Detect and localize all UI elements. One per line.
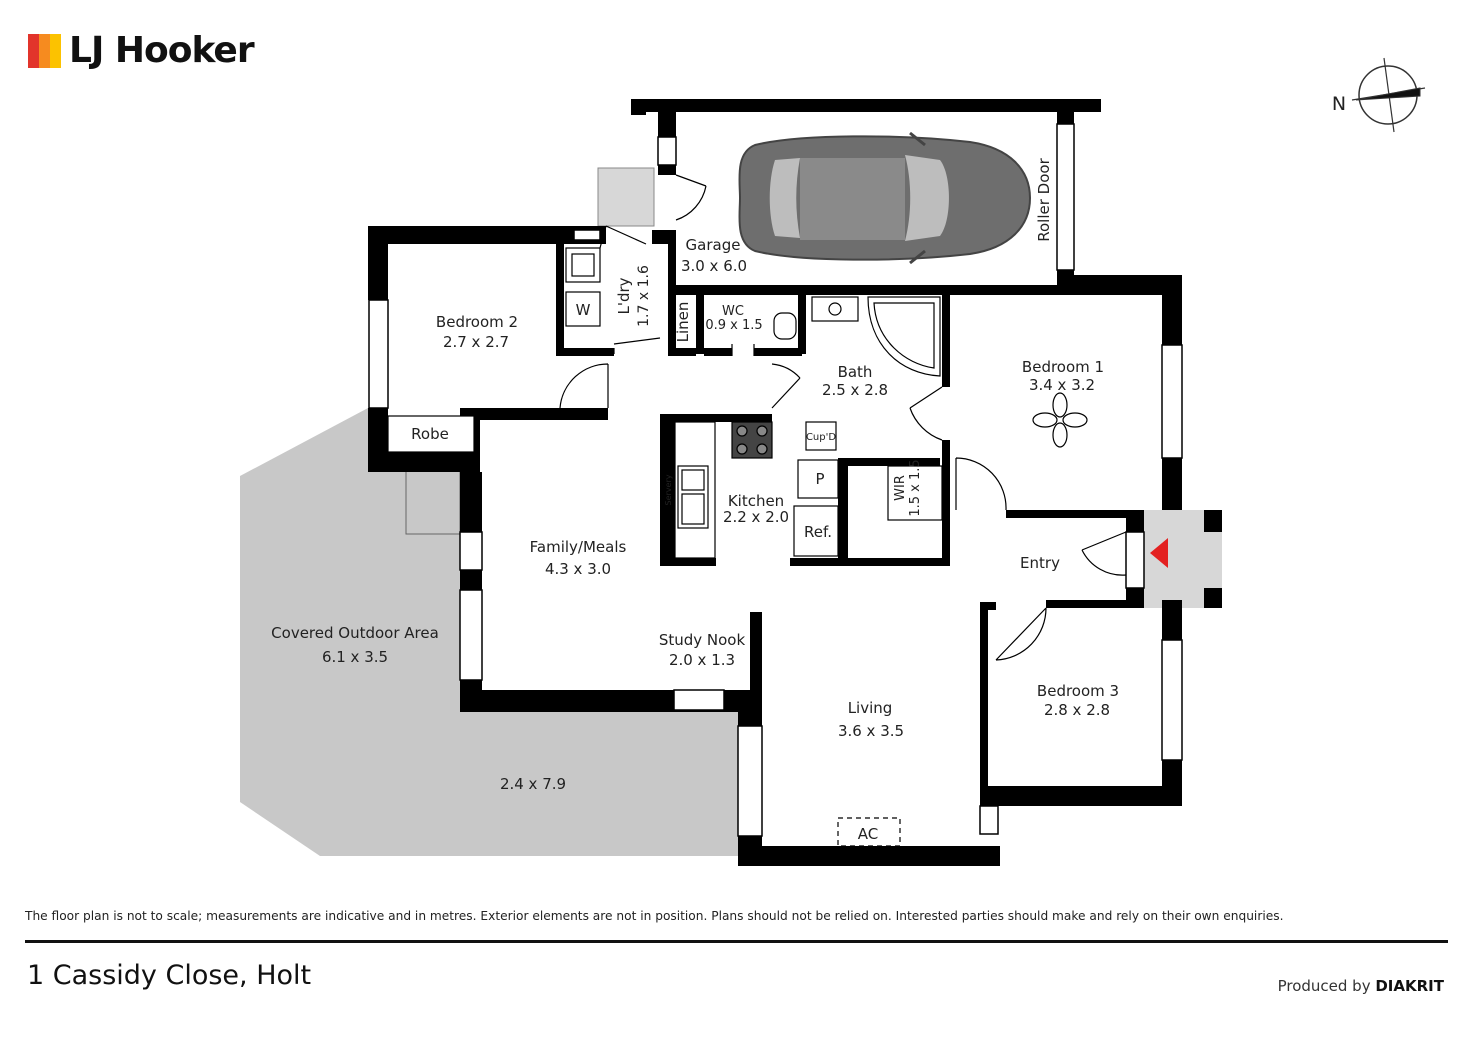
footer-divider	[25, 940, 1448, 943]
bedroom2-label: Bedroom 2	[436, 313, 518, 331]
outdoor-size: 6.1 x 3.5	[322, 648, 388, 666]
windows	[368, 123, 1183, 837]
laundry-step	[597, 167, 655, 227]
robe-box	[387, 415, 475, 453]
covered-outdoor-area	[240, 408, 740, 856]
linen-label: Linen	[674, 302, 692, 343]
cupboard-box	[805, 421, 837, 451]
outdoor-label: Covered Outdoor Area	[271, 624, 439, 642]
family-size: 4.3 x 3.0	[545, 560, 611, 578]
cupboard-label: Cup'D	[806, 432, 836, 443]
disclaimer-text: The floor plan is not to scale; measurem…	[25, 909, 1284, 923]
pantry-box	[797, 459, 839, 499]
bedroom1-size: 3.4 x 3.2	[1029, 376, 1095, 394]
living-size: 3.6 x 3.5	[838, 722, 904, 740]
robe-label: Robe	[411, 425, 449, 443]
washer-box	[565, 291, 601, 327]
pantry-label: P	[815, 470, 824, 488]
produced-by-label: Produced by	[1277, 977, 1371, 995]
servery-label: Servery	[664, 474, 673, 505]
fixtures	[387, 247, 1088, 847]
bath-label: Bath	[838, 363, 873, 381]
compass-icon	[1351, 57, 1426, 133]
bedroom1-label: Bedroom 1	[1022, 358, 1104, 376]
logo-mark	[28, 33, 61, 68]
kitchen-size: 2.2 x 2.0	[723, 508, 789, 526]
wc-toilet-icon	[773, 312, 797, 340]
bedroom2-size: 2.7 x 2.7	[443, 333, 509, 351]
wir-size: 1.5 x 1.5	[908, 459, 923, 516]
ac-label: AC	[858, 825, 878, 843]
entry-arrow-icon	[1150, 538, 1168, 568]
wir-label: WIR	[893, 475, 908, 501]
kitchen-label: Kitchen	[728, 492, 784, 510]
producer-credit: Produced by DIAKRIT	[1278, 977, 1444, 995]
garage-size: 3.0 x 6.0	[681, 257, 747, 275]
laundry-size: 1.7 x 1.6	[636, 265, 652, 327]
study-label: Study Nook	[659, 631, 746, 649]
car-icon	[738, 131, 1032, 265]
fridge-box	[793, 505, 839, 557]
garage-label: Garage	[686, 236, 741, 254]
roller-door-label: Roller Door	[1035, 157, 1053, 241]
family-label: Family/Meals	[530, 538, 627, 556]
bedroom3-size: 2.8 x 2.8	[1044, 701, 1110, 719]
wc-label: WC	[722, 304, 744, 319]
ceiling-fan-icon	[1032, 392, 1088, 448]
bath-size: 2.5 x 2.8	[822, 381, 888, 399]
wc-size: 0.9 x 1.5	[705, 318, 762, 333]
producer-name: DIAKRIT	[1375, 977, 1444, 995]
bedroom3-label: Bedroom 3	[1037, 682, 1119, 700]
wir-shelf	[887, 465, 943, 521]
compass-north-label: N	[1332, 93, 1346, 115]
outdoor-size-2: 2.4 x 7.9	[500, 775, 566, 793]
entry-label: Entry	[1020, 554, 1060, 572]
laundry-label: L'dry	[615, 277, 633, 314]
walls	[368, 99, 1222, 866]
property-address: 1 Cassidy Close, Holt	[27, 960, 312, 991]
brand-logo: LJ Hooker	[28, 30, 255, 71]
ac-unit	[837, 817, 901, 847]
washer-label: W	[576, 301, 591, 319]
fridge-label: Ref.	[804, 523, 832, 541]
study-size: 2.0 x 1.3	[669, 651, 735, 669]
living-label: Living	[848, 699, 893, 717]
brand-name: LJ Hooker	[69, 30, 255, 71]
